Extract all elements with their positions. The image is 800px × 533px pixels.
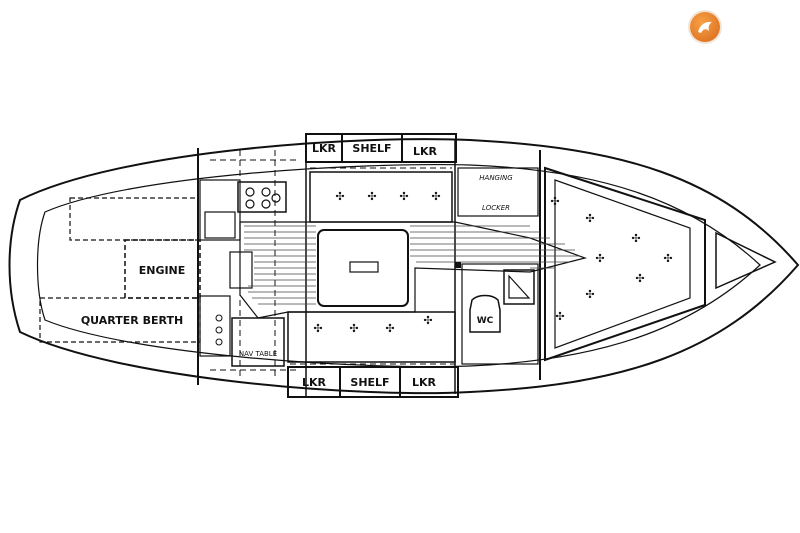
label-shelf-bottom: SHELF [350, 376, 389, 389]
label-locker: LOCKER [482, 204, 510, 212]
bottom-locker-box [287, 366, 459, 398]
v-berth [544, 166, 706, 362]
svg-text:✣: ✣ [385, 322, 394, 335]
label-lkr-top-left: LKR [312, 142, 337, 155]
svg-text:✣: ✣ [550, 195, 559, 208]
nav-table [231, 317, 285, 367]
label-lkr-bottom-right: LKR [412, 376, 437, 389]
saloon-table [317, 229, 409, 307]
label-nav-table: NAV TABLE [239, 350, 277, 358]
svg-text:✣: ✣ [399, 190, 408, 203]
forepeak-outline [715, 231, 777, 290]
hanging-locker [457, 167, 539, 217]
svg-text:✣: ✣ [335, 190, 344, 203]
hull-inner-line [36, 163, 761, 368]
svg-text:✣: ✣ [595, 252, 604, 265]
svg-text:✣: ✣ [631, 232, 640, 245]
top-locker-box [305, 133, 457, 163]
cabin-sole [239, 221, 588, 319]
head-compartment [461, 263, 539, 365]
svg-text:✣: ✣ [635, 272, 644, 285]
svg-text:✣: ✣ [349, 322, 358, 335]
wc [469, 294, 501, 333]
svg-text:✣: ✣ [431, 190, 440, 203]
sink [204, 211, 236, 239]
svg-text:✣: ✣ [367, 190, 376, 203]
label-shelf-top: SHELF [352, 142, 391, 155]
svg-text:✣: ✣ [585, 212, 594, 225]
svg-text:✣: ✣ [585, 288, 594, 301]
label-lkr-top-right: LKR [413, 145, 438, 158]
label-quarter-berth: QUARTER BERTH [81, 314, 183, 327]
label-engine: ENGINE [139, 264, 186, 277]
svg-text:✣: ✣ [313, 322, 322, 335]
label-wc: WC [477, 316, 494, 326]
svg-text:✣: ✣ [423, 314, 432, 327]
svg-text:✣: ✣ [555, 310, 564, 323]
hull-outline [8, 138, 800, 395]
head-sink [503, 269, 535, 305]
brand-logo-icon [690, 12, 720, 42]
svg-text:✣: ✣ [663, 252, 672, 265]
galley-counter [199, 179, 241, 241]
stove [237, 181, 287, 213]
label-lkr-bottom-left: LKR [302, 376, 327, 389]
label-hanging: HANGING [479, 174, 513, 182]
quarter-berth [39, 297, 201, 343]
cockpit-locker [69, 197, 199, 241]
